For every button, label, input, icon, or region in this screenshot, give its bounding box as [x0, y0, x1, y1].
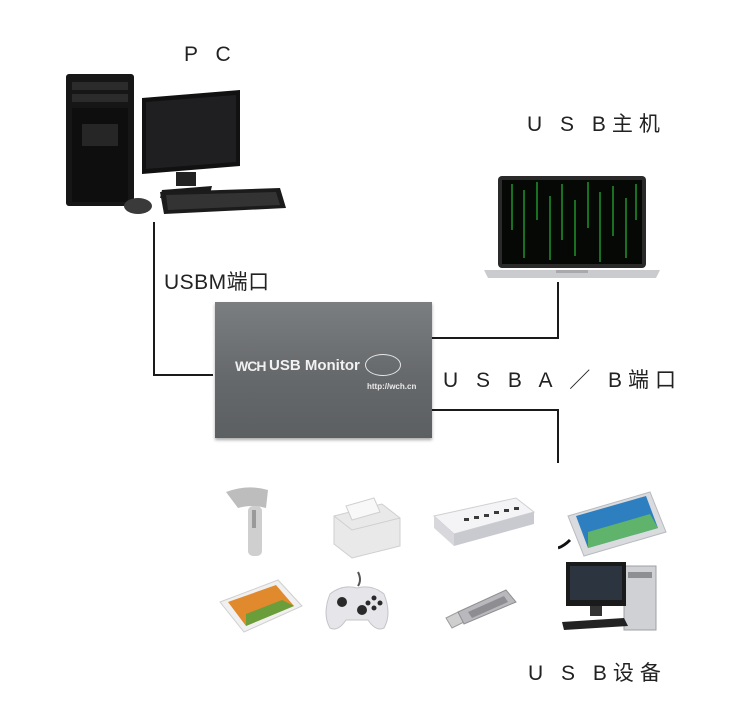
pc-to-monitor-line — [153, 222, 213, 376]
monitor-url: http://wch.cn — [367, 382, 417, 391]
usb-devices-label: U S B设备 — [528, 662, 667, 685]
pc-label: P C — [184, 43, 237, 66]
receipt-printer-icon — [333, 497, 401, 559]
monitor-to-devices-line — [432, 409, 559, 463]
laptop-icon — [484, 176, 660, 278]
desktop-pc-icon — [562, 562, 657, 631]
usb-hub-icon — [432, 497, 536, 546]
barcode-scanner-icon — [226, 487, 268, 556]
usb-monitor-device: WCH USB Monitor http://wch.cn — [215, 302, 432, 438]
usb-host-label: U S B主机 — [527, 113, 666, 136]
smartphone-icon — [558, 491, 667, 557]
usbm-port-label: USBM端口 — [164, 271, 270, 294]
usb-ab-port-label: U S B A ／ B端口 — [443, 369, 683, 392]
monitor-brand-logo: WCH — [235, 358, 266, 374]
tablet-icon — [219, 579, 303, 633]
monitor-seal-badge — [365, 354, 401, 376]
gamepad-icon — [325, 571, 389, 630]
desktop-computer-icon — [66, 74, 286, 214]
host-to-monitor-line — [432, 282, 559, 339]
usb-flash-drive-icon — [445, 589, 517, 629]
monitor-model-label: USB Monitor — [269, 357, 360, 374]
